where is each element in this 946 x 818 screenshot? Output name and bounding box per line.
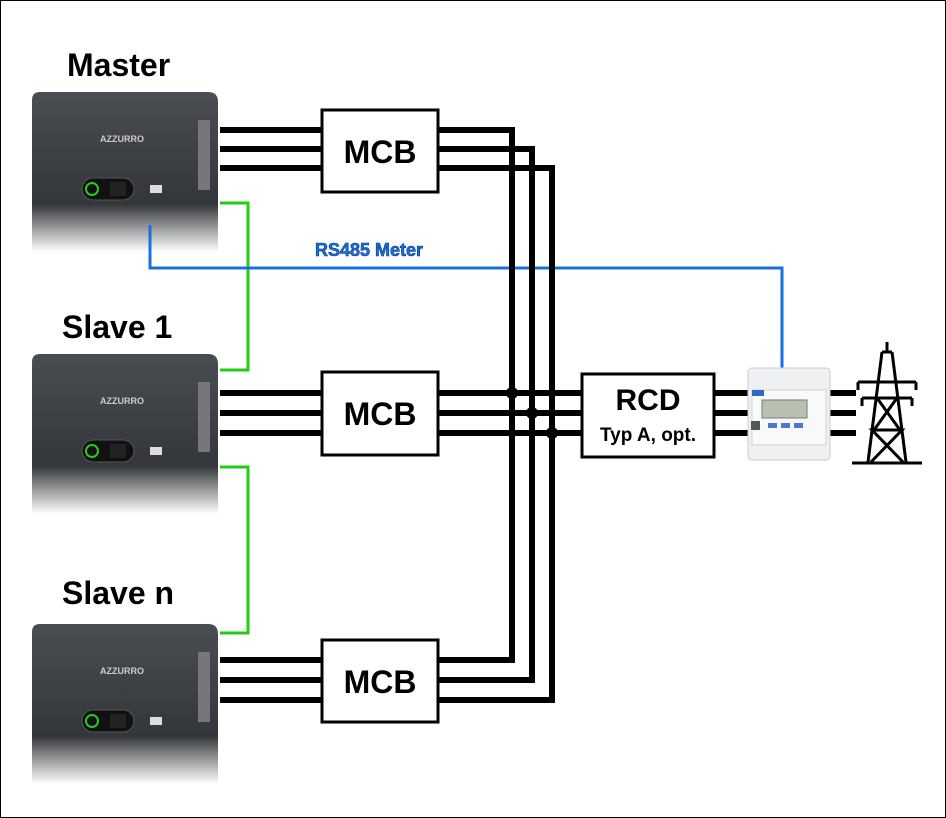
svg-text:AZZURRO: AZZURRO (100, 396, 144, 406)
svg-text:AZZURRO: AZZURRO (100, 134, 144, 144)
link-cable-slave1-slaven (220, 465, 250, 635)
mcb-slave1: MCB (320, 370, 440, 457)
inverter-slaven: AZZURRO (32, 624, 218, 784)
smart-meter-image (747, 367, 831, 461)
rcd-label: RCD (616, 384, 681, 417)
slave1-label: Slave 1 (62, 309, 172, 345)
inverter-slave1: AZZURRO (32, 354, 218, 514)
rcd-box: RCD Typ A, opt. (580, 372, 716, 459)
svg-text:MCB: MCB (344, 396, 417, 432)
master-label: Master (67, 47, 170, 83)
rs485-cable (148, 225, 784, 368)
junction-dot (546, 427, 558, 439)
mcb-master: MCB (320, 108, 440, 194)
junction-dot (526, 407, 538, 419)
mcb-slaven: MCB (320, 638, 440, 724)
svg-text:AZZURRO: AZZURRO (100, 666, 144, 676)
slaven-label: Slave n (62, 575, 174, 611)
junction-dot (506, 387, 518, 399)
svg-text:MCB: MCB (344, 134, 417, 170)
rcd-sub-label: Typ A, opt. (600, 425, 696, 446)
inverter-master: AZZURRO (32, 92, 218, 252)
link-cable-master-slave1 (220, 201, 250, 372)
rs485-label: RS485 Meter (315, 240, 423, 260)
power-tower-icon (852, 342, 922, 465)
svg-text:MCB: MCB (344, 664, 417, 700)
